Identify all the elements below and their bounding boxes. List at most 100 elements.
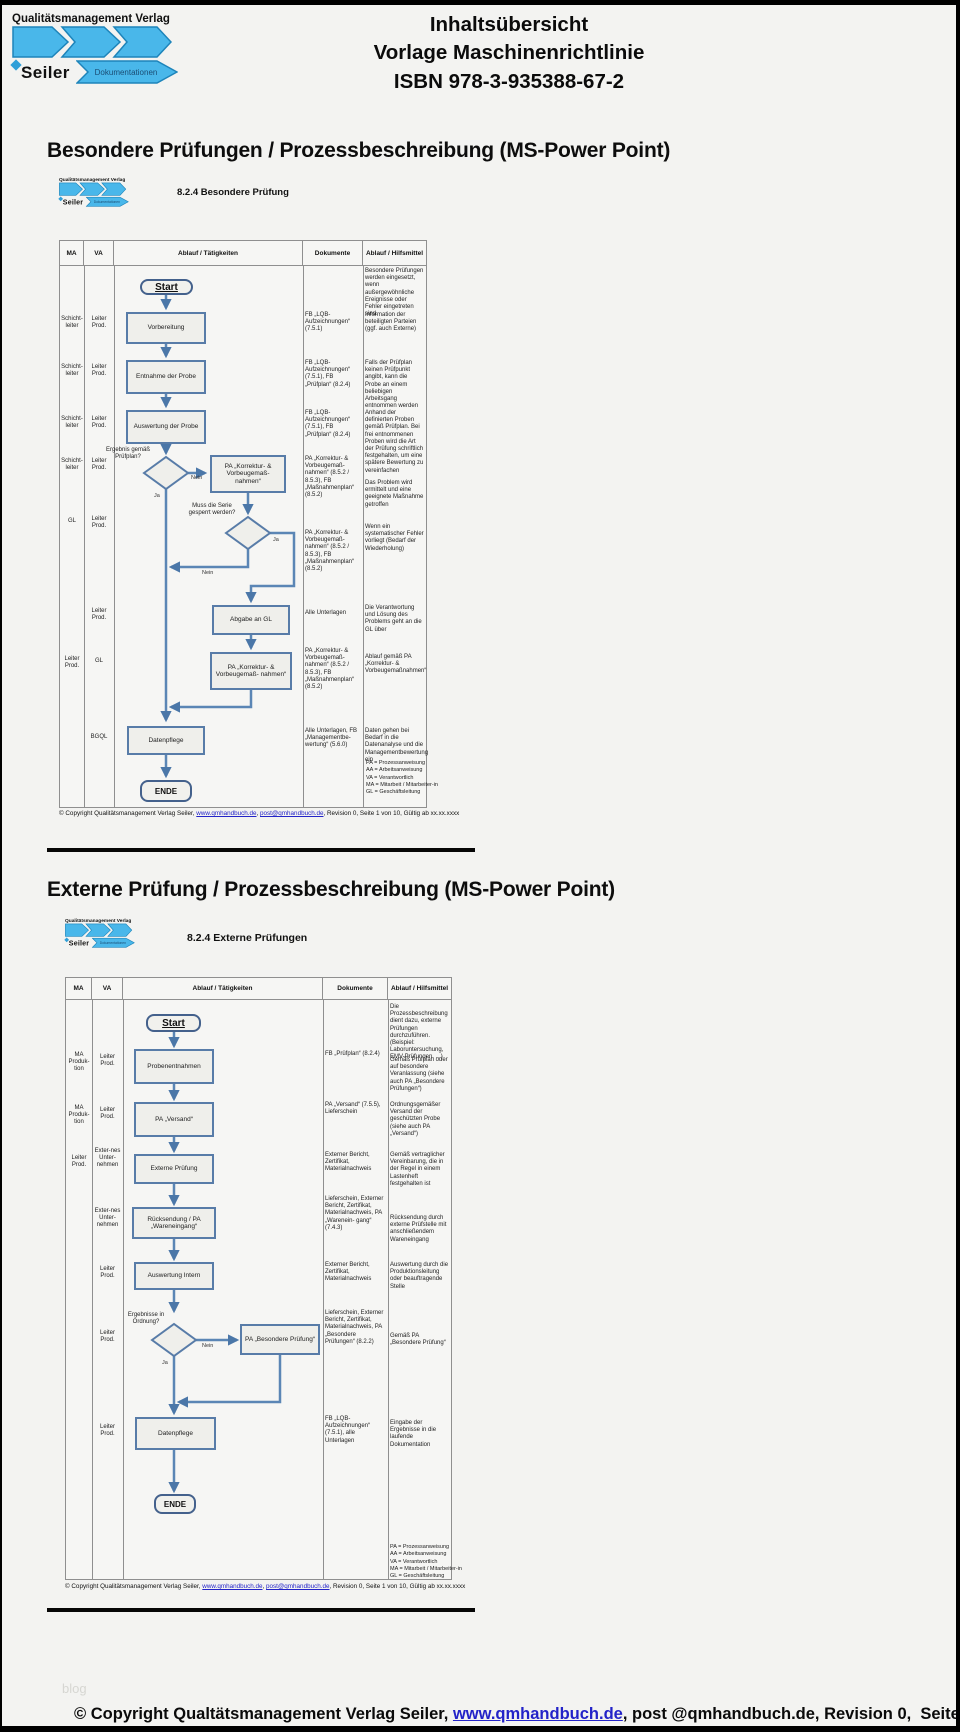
doc-note: PA „Versand“ (7.5.5), Lieferschein: [325, 1102, 381, 1116]
col-ma: MA: [60, 241, 84, 265]
branch-label-nein: Nein: [202, 570, 214, 576]
doc-note: Alle Unterlagen, FB „Managementbe- wertu…: [305, 728, 358, 749]
legend-line: AA = Arbeitsanweisung: [366, 767, 423, 774]
col-va: VA: [92, 978, 123, 999]
doc-note: Lieferschein, Externer Bericht, Zertifik…: [325, 1196, 384, 1231]
branch-label-nein: Nein: [202, 1343, 214, 1349]
flow-step-versand: PA „Versand“: [134, 1102, 214, 1137]
col-dokumente: Dokumente: [323, 978, 388, 999]
chart1-table: MA VA Ablauf / Tätigkeiten Dokumente Abl…: [59, 240, 438, 808]
role-va: Leiter Prod.: [91, 608, 107, 622]
doc-note: Alle Unterlagen: [305, 610, 347, 616]
doc-note: FB „LQB-Aufzeichnungen“ (7.5.1): [305, 312, 351, 333]
role-va: Leiter Prod.: [99, 1424, 115, 1438]
chart-besondere-pruefung: Qualitätsmanagement Verlag Seiler Dokume…: [58, 177, 459, 827]
col-ablauf: Ablauf / Tätigkeiten: [114, 241, 303, 265]
qmhandbuch-link[interactable]: www.qmhandbuch.de: [196, 810, 257, 817]
logo-chevrons-icon: [12, 26, 172, 58]
logo-name: Seiler: [62, 198, 84, 206]
decision2-label: Muss die Serie gesperrt werden?: [188, 503, 236, 516]
logo-banner-text: Dokumentationen: [100, 941, 126, 945]
help-note: Rücksendung durch externe Prüfstelle mit…: [390, 1215, 447, 1243]
flow-step-datenpflege: Datenpflege: [127, 726, 205, 755]
help-note: Die Prozessbeschreibung dient dazu, exte…: [390, 1004, 448, 1061]
help-note: Wenn ein systematischer Fehler vorliegt …: [365, 524, 424, 552]
qmhandbuch-mail-link[interactable]: post@qmhandbuch.de: [266, 1583, 330, 1590]
help-note: Information der beteiligten Parteien (gg…: [365, 312, 417, 333]
chart2-table: MA VA Ablauf / Tätigkeiten Dokumente Abl…: [65, 977, 462, 1580]
chart1-flow-connectors: [142, 295, 296, 779]
branch-label-ja: Ja: [273, 537, 279, 543]
logo-banner-icon: Dokumentationen: [75, 60, 178, 84]
section2-heading: Externe Prüfung / Prozessbeschreibung (M…: [47, 878, 615, 901]
logo-brand-text: Qualitätsmanagement Verlag: [65, 918, 132, 924]
role-ma: Leiter Prod.: [71, 1155, 87, 1169]
help-note: Falls der Prüfplan keinen Prüfpunkt angi…: [365, 360, 419, 410]
legend-line: PA = Prozessanweisung: [390, 1544, 450, 1550]
legend-line: VA = Verantwortlich: [366, 774, 414, 781]
title-line-2: Vorlage Maschinenrichtlinie: [373, 41, 645, 65]
role-va: Leiter Prod.: [91, 416, 107, 430]
doc-note: Externer Bericht, Zertifikat, Materialna…: [325, 1152, 372, 1173]
qmhandbuch-mail-link[interactable]: post@qmhandbuch.de: [260, 810, 324, 817]
doc-note: PA „Korrektur- & Vorbeugemaß- nahmen“ (8…: [305, 456, 355, 498]
decision1-label: Ergebnis gemäß Prüfplan?: [105, 447, 151, 460]
flow-branch-korrektur: PA „Korrektur- & Vorbeugemaß- nahmen“: [210, 455, 286, 493]
legend-line: VA = Verantwortlich: [390, 1558, 438, 1565]
qmhandbuch-link[interactable]: www.qmhandbuch.de: [202, 1583, 263, 1590]
role-va: Leiter Prod.: [91, 458, 107, 472]
help-note: Das Problem wird ermittelt und eine geei…: [365, 480, 424, 508]
role-ma: Leiter Prod.: [64, 656, 80, 670]
role-va: Leiter Prod.: [91, 364, 107, 378]
chart2-table-body: Start Probenentnahmen PA „Versand“ Exter…: [66, 1000, 462, 1579]
role-ma: Schicht-leiter: [61, 458, 83, 472]
help-note: Die Verantwortung und Lösung des Problem…: [365, 605, 422, 633]
branch-label-ja: Ja: [162, 1360, 168, 1366]
flow-step-auswertung-intern: Auswertung Intern: [134, 1262, 214, 1290]
legend-line: GL = Geschäftsleitung: [366, 789, 421, 795]
logo-chevrons-icon: [65, 923, 133, 937]
role-va: Exter-nes Unter-nehmen: [94, 1208, 121, 1229]
flow-step-abgabe-gl: Abgabe an GL: [212, 605, 290, 635]
logo-banner-icon: Dokumentationen: [91, 937, 135, 948]
footer-text: , post @qmhandbuch.de, Revision 0, Seite…: [622, 1705, 956, 1723]
flow-end: ENDE: [140, 780, 192, 802]
help-note: Auswertung durch die Produktionsleitung …: [390, 1262, 449, 1290]
decision1-diamond: [142, 455, 190, 491]
col-dokumente: Dokumente: [303, 241, 363, 265]
flow-step-entnahme: Entnahme der Probe: [126, 360, 206, 394]
section-divider: [47, 848, 475, 852]
publisher-logo: Qualitätsmanagement Verlag Seiler Dokume…: [10, 13, 182, 95]
logo-banner-text: Dokumentationen: [94, 68, 157, 77]
copyright-text: , Revision 0, Seite 1 von 10, Gültig ab …: [323, 810, 460, 817]
col-va: VA: [84, 241, 114, 265]
help-note: Gemäß PA „Besondere Prüfung“: [390, 1333, 446, 1347]
logo-banner-text: Dokumentationen: [94, 200, 120, 204]
doc-note: FB „Prüfplan“ (8.2.4): [325, 1051, 380, 1057]
flow-step-korrektur2: PA „Korrektur- & Vorbeugemaß- nahmen“: [210, 652, 292, 690]
col-ma: MA: [66, 978, 92, 999]
role-va: GL: [94, 658, 103, 664]
chart2-logo: Qualitätsmanagement Verlag Seiler Dokume…: [64, 918, 137, 954]
abbreviation-legend: PA = Prozessanweisung AA = Arbeitsanweis…: [390, 1544, 462, 1580]
logo-brand-text: Qualitätsmanagement Verlag: [59, 177, 126, 183]
legend-line: PA = Prozessanweisung: [366, 760, 426, 766]
doc-note: PA „Korrektur- & Vorbeugemaß- nahmen“ (8…: [305, 530, 355, 572]
role-va: BGQL: [90, 734, 108, 740]
title-line-1: Inhaltsübersicht: [429, 13, 589, 36]
col-hilfsmittel: Ablauf / Hilfsmittel: [365, 249, 424, 257]
qmhandbuch-link[interactable]: www.qmhandbuch.de: [452, 1705, 623, 1723]
branch-label-ja: Ja: [154, 493, 160, 499]
flow-step-datenpflege: Datenpflege: [135, 1417, 216, 1450]
page-footer: © Copyright Qualtätsmanagement Verlag Se…: [74, 1705, 956, 1724]
help-note: Eingabe der Ergebnisse in die laufende D…: [390, 1420, 437, 1448]
chart1-table-body: Start Vorbereitung Entnahme der Probe Au…: [60, 266, 438, 807]
help-note: Besondere Prüfungen werden eingesetzt, w…: [365, 268, 424, 318]
help-note: Ablauf gemäß PA „Korrektur- & Vorbeugema…: [365, 654, 427, 675]
role-va: Leiter Prod.: [99, 1107, 115, 1121]
help-note: Ordnungsgemäßer Versand der geschützten …: [390, 1102, 441, 1137]
decision1-diamond: [150, 1322, 198, 1358]
chart1-title: 8.2.4 Besondere Prüfung: [177, 187, 289, 198]
decision1-label: Ergebnisse in Ordnung?: [127, 1312, 165, 1325]
flow-start: Start: [146, 1014, 201, 1032]
